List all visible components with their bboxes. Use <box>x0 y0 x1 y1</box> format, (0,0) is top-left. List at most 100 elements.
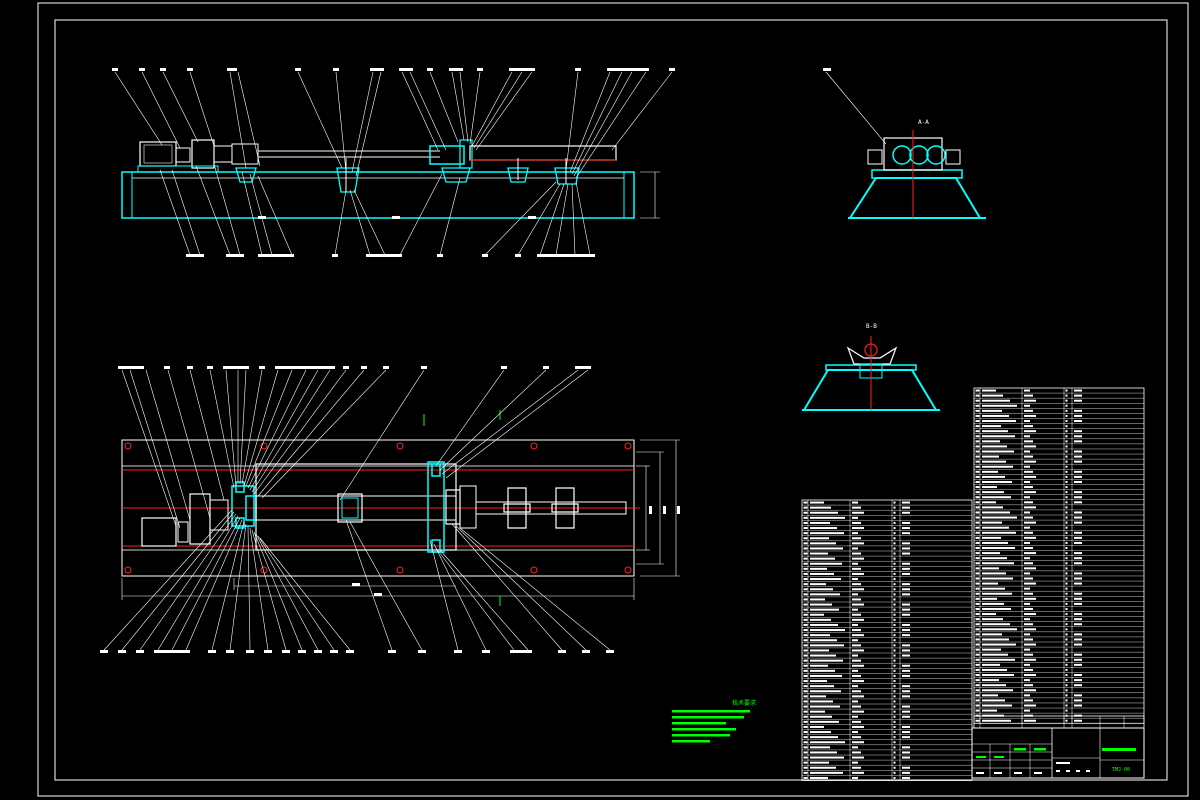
parts-list-lower-cell-mark <box>902 654 910 657</box>
parts-list-upper-cell-mark <box>975 521 980 524</box>
parts-list-lower-cell-mark <box>852 562 858 565</box>
parts-list-lower-cell-mark <box>902 766 910 769</box>
parts-list-lower-cell-mark <box>803 511 808 514</box>
parts-list-upper-cell-mark <box>1065 450 1068 453</box>
parts-list-lower-cell-mark <box>893 700 896 703</box>
parts-list-lower-cell-mark <box>803 776 808 779</box>
parts-list-lower-cell-mark <box>852 593 858 596</box>
parts-list-upper-cell-mark <box>1074 531 1082 534</box>
parts-list-upper-cell-mark <box>982 597 997 600</box>
parts-list-upper-cell-mark <box>975 404 980 407</box>
parts-list-upper-cell-mark <box>1024 592 1033 595</box>
parts-list-lower-cell-mark <box>852 639 858 642</box>
parts-list-upper-cell-mark <box>1065 572 1068 575</box>
parts-list-lower-cell-mark <box>852 527 864 530</box>
parts-list-lower-cell-mark <box>852 649 864 652</box>
parts-list-lower-cell-mark <box>852 537 861 540</box>
parts-list-upper-cell-mark <box>1074 496 1082 499</box>
parts-list-lower-cell-mark <box>852 664 864 667</box>
parts-list-lower-cell-mark <box>893 588 896 591</box>
parts-list-lower-cell-mark <box>902 710 910 713</box>
parts-list-upper-cell-mark <box>982 496 1011 499</box>
parts-list-upper-cell-mark <box>1074 521 1082 524</box>
parts-list-lower-cell-mark <box>803 700 808 703</box>
parts-list-upper-cell-mark <box>982 440 1000 443</box>
parts-list-upper-cell-mark <box>1074 460 1082 463</box>
parts-list-lower-cell-mark <box>810 557 835 560</box>
parts-list-upper-cell-mark <box>1074 450 1082 453</box>
parts-list-lower-cell-mark <box>902 608 910 611</box>
parts-list-upper-cell-mark <box>1065 547 1068 550</box>
parts-list-upper-cell-mark <box>1024 536 1036 539</box>
parts-list-upper-cell-mark <box>1065 674 1068 677</box>
parts-list-lower-cell-mark <box>893 715 896 718</box>
parts-list-upper-cell-mark <box>982 470 998 473</box>
parts-list-lower-cell-mark <box>810 771 843 774</box>
parts-list-upper-cell-mark <box>1074 592 1082 595</box>
parts-list-upper-cell-mark <box>1024 414 1036 417</box>
parts-list-lower-cell-mark <box>810 741 845 744</box>
parts-list-lower-cell-mark <box>810 593 840 596</box>
parts-list-lower-cell-mark <box>810 766 836 769</box>
parts-list-lower-cell-mark <box>852 572 864 575</box>
parts-list-upper-cell-mark <box>1065 425 1068 428</box>
parts-list-upper-cell-mark <box>975 607 980 610</box>
parts-list-upper-cell-mark <box>1065 623 1068 626</box>
parts-list-lower-cell-mark <box>893 741 896 744</box>
parts-list-lower-cell-mark <box>902 552 910 555</box>
parts-list-upper-cell-mark <box>1065 592 1068 595</box>
parts-list-lower-cell-mark <box>852 516 858 519</box>
parts-list-upper-cell-mark <box>982 684 1006 687</box>
parts-list-lower-cell-mark <box>852 634 864 637</box>
parts-list-upper-cell-mark <box>1065 480 1068 483</box>
parts-list-upper-cell-mark <box>1065 557 1068 560</box>
parts-list-upper-cell-mark <box>1065 663 1068 666</box>
parts-list-upper-cell-mark <box>1074 420 1082 423</box>
parts-list-upper-cell-mark <box>975 496 980 499</box>
parts-list-lower-cell-mark <box>803 746 808 749</box>
parts-list-upper-cell-mark <box>1024 689 1036 692</box>
parts-list-upper-cell-mark <box>1024 516 1033 519</box>
parts-list-upper-cell-mark <box>982 531 1016 534</box>
parts-list-upper-cell-mark <box>1024 668 1033 671</box>
front-view-gearbox <box>191 139 215 169</box>
parts-list-upper <box>973 387 1145 729</box>
parts-list-lower-cell-mark <box>852 710 864 713</box>
parts-list-lower-cell-mark <box>852 613 861 616</box>
parts-list-lower-cell-mark <box>810 659 843 662</box>
parts-list-lower-cell-mark <box>893 644 896 647</box>
parts-list-upper-cell-mark <box>1024 704 1036 707</box>
parts-list-upper-cell-mark <box>1074 577 1082 580</box>
parts-list-lower-cell-mark <box>902 588 910 591</box>
parts-list-upper-cell-mark <box>1065 430 1068 433</box>
parts-list-upper-cell-mark <box>982 547 1015 550</box>
parts-list-upper-cell-mark <box>1065 618 1068 621</box>
parts-list-lower-cell-mark <box>893 578 896 581</box>
parts-list-upper-cell-mark <box>1074 719 1082 722</box>
parts-list-upper-cell-mark <box>1024 577 1033 580</box>
parts-list-upper-cell-mark <box>975 643 980 646</box>
top-view-roller-support-2 <box>551 487 579 529</box>
parts-list-lower-cell-mark <box>852 659 861 662</box>
parts-list-lower-cell-mark <box>803 623 808 626</box>
parts-list-lower-cell-mark <box>810 537 829 540</box>
parts-list-lower-cell-mark <box>893 776 896 779</box>
parts-list-upper-cell-mark <box>1065 521 1068 524</box>
parts-list-upper-cell-mark <box>975 440 980 443</box>
parts-list-upper-cell-mark <box>1074 694 1082 697</box>
side-view-a-a: A-A <box>823 68 986 219</box>
parts-list-lower-cell-mark <box>852 603 864 606</box>
parts-list-upper-cell-mark <box>982 689 1013 692</box>
parts-list-lower-cell-mark <box>803 634 808 637</box>
parts-list-lower-cell-mark <box>852 705 861 708</box>
parts-list-upper-cell-mark <box>1074 389 1082 392</box>
parts-list-upper-cell-mark <box>975 547 980 550</box>
parts-list-upper-cell-mark <box>975 420 980 423</box>
parts-list-lower-cell-mark <box>852 725 864 728</box>
parts-list-lower-cell-mark <box>902 613 910 616</box>
parts-list-lower-cell-mark <box>810 715 832 718</box>
parts-list-lower-cell-mark <box>902 547 910 550</box>
parts-list-lower-cell-mark <box>852 552 861 555</box>
parts-list-upper-cell-mark <box>975 526 980 529</box>
